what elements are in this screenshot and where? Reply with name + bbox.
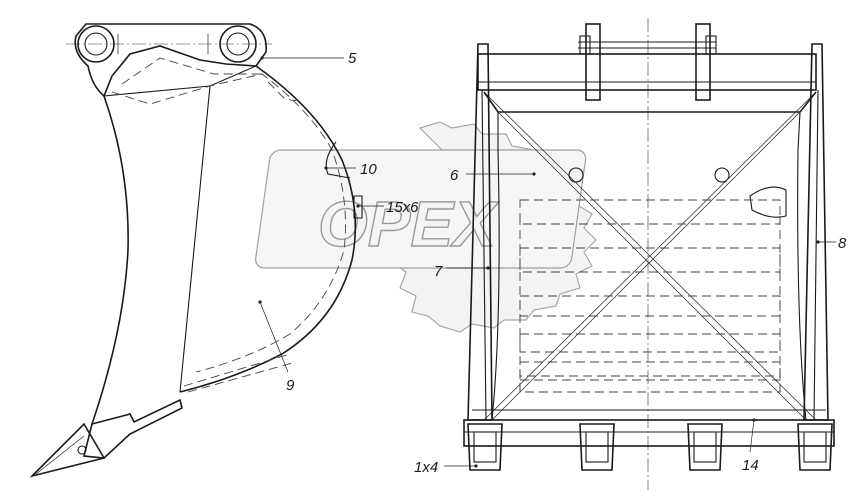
callout-labels: 5 10 6 15x6 7 8 9 1x4 14: [286, 50, 847, 476]
label-6: 6: [450, 167, 459, 184]
lifting-hole-left: [568, 167, 584, 183]
label-8: 8: [838, 235, 847, 252]
side-view: [29, 23, 363, 478]
cutting-edge: [463, 419, 835, 447]
lug-left: [585, 23, 601, 101]
tooth-2: [579, 423, 615, 471]
label-10: 10: [360, 161, 377, 178]
watermark-logo: OPEX: [255, 121, 597, 333]
shank-front-edge: [179, 65, 357, 393]
label-1x4: 1x4: [414, 459, 438, 476]
ripper-tooth: [29, 422, 106, 478]
teeth-row: [467, 423, 833, 471]
tooth-3: [687, 423, 723, 471]
label-7: 7: [434, 263, 443, 280]
tooth-1: [467, 423, 503, 471]
label-9: 9: [286, 377, 295, 394]
watermark-plate: [255, 149, 587, 269]
tooth-adapter: [82, 398, 183, 459]
lug-right: [695, 23, 711, 101]
mount-bracket: [74, 23, 267, 98]
watermark-text: OPEX: [318, 188, 499, 260]
label-14: 14: [742, 457, 759, 474]
internal-ribs: [519, 199, 781, 393]
lifting-hole-right: [714, 167, 730, 183]
shank-back-edge: [91, 95, 129, 425]
tooth-4: [797, 423, 833, 471]
label-15x6: 15x6: [386, 199, 419, 216]
back-plate: [483, 91, 817, 113]
front-view: [463, 18, 835, 490]
leader-lines: [258, 56, 836, 468]
top-beam: [477, 53, 817, 91]
label-5: 5: [348, 50, 357, 67]
